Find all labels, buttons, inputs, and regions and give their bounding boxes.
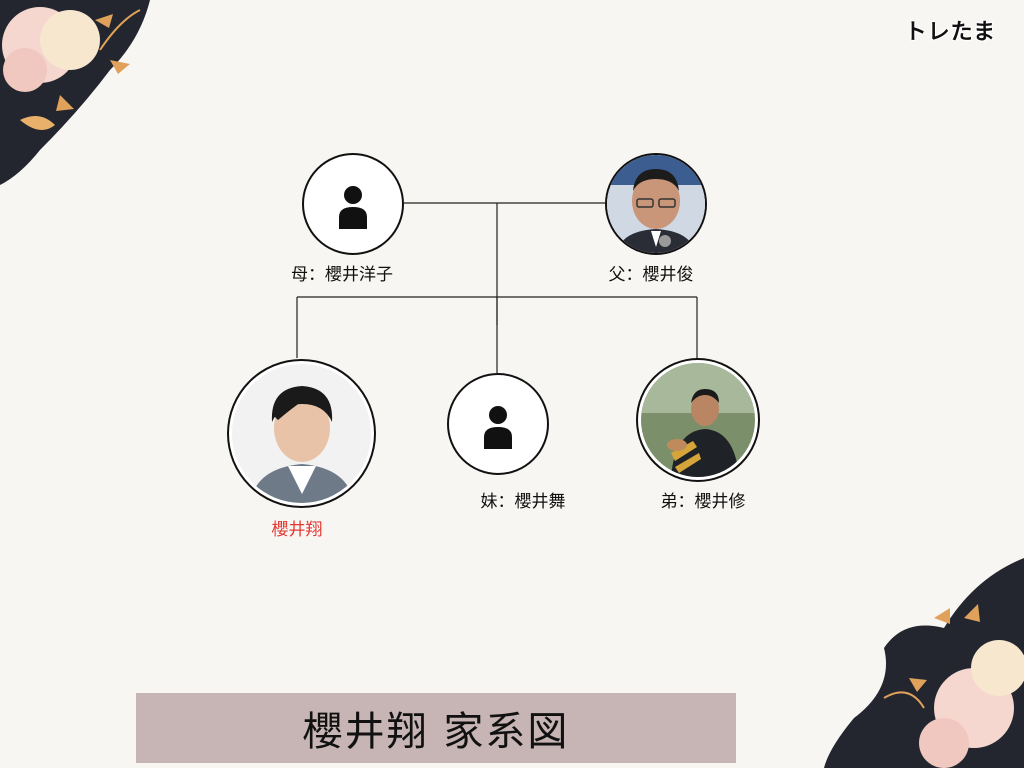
self-label: 櫻井翔 (271, 520, 323, 540)
self-portrait (232, 364, 371, 503)
brother-label: 弟：櫻井修 (660, 492, 746, 512)
mother-avatar (302, 153, 404, 255)
floral-decoration-top-left (0, 0, 150, 185)
sister-avatar (447, 373, 549, 475)
mother-label: 母：櫻井洋子 (291, 265, 393, 285)
brother-photo (641, 363, 755, 477)
brother-portrait (641, 363, 755, 477)
person-silhouette-icon (484, 406, 512, 449)
father-photo (605, 153, 707, 255)
self-photo (232, 364, 371, 503)
person-silhouette-icon (339, 186, 367, 229)
floral-decoration-bottom-right (824, 558, 1024, 768)
sister-label: 妹：櫻井舞 (480, 492, 566, 512)
father-label: 父：櫻井俊 (608, 265, 694, 285)
father-portrait (607, 155, 705, 253)
brand-logo: トレたま (904, 20, 996, 45)
title-banner: 櫻井翔 家系図 (136, 693, 736, 763)
page-title: 櫻井翔 家系図 (302, 709, 570, 755)
